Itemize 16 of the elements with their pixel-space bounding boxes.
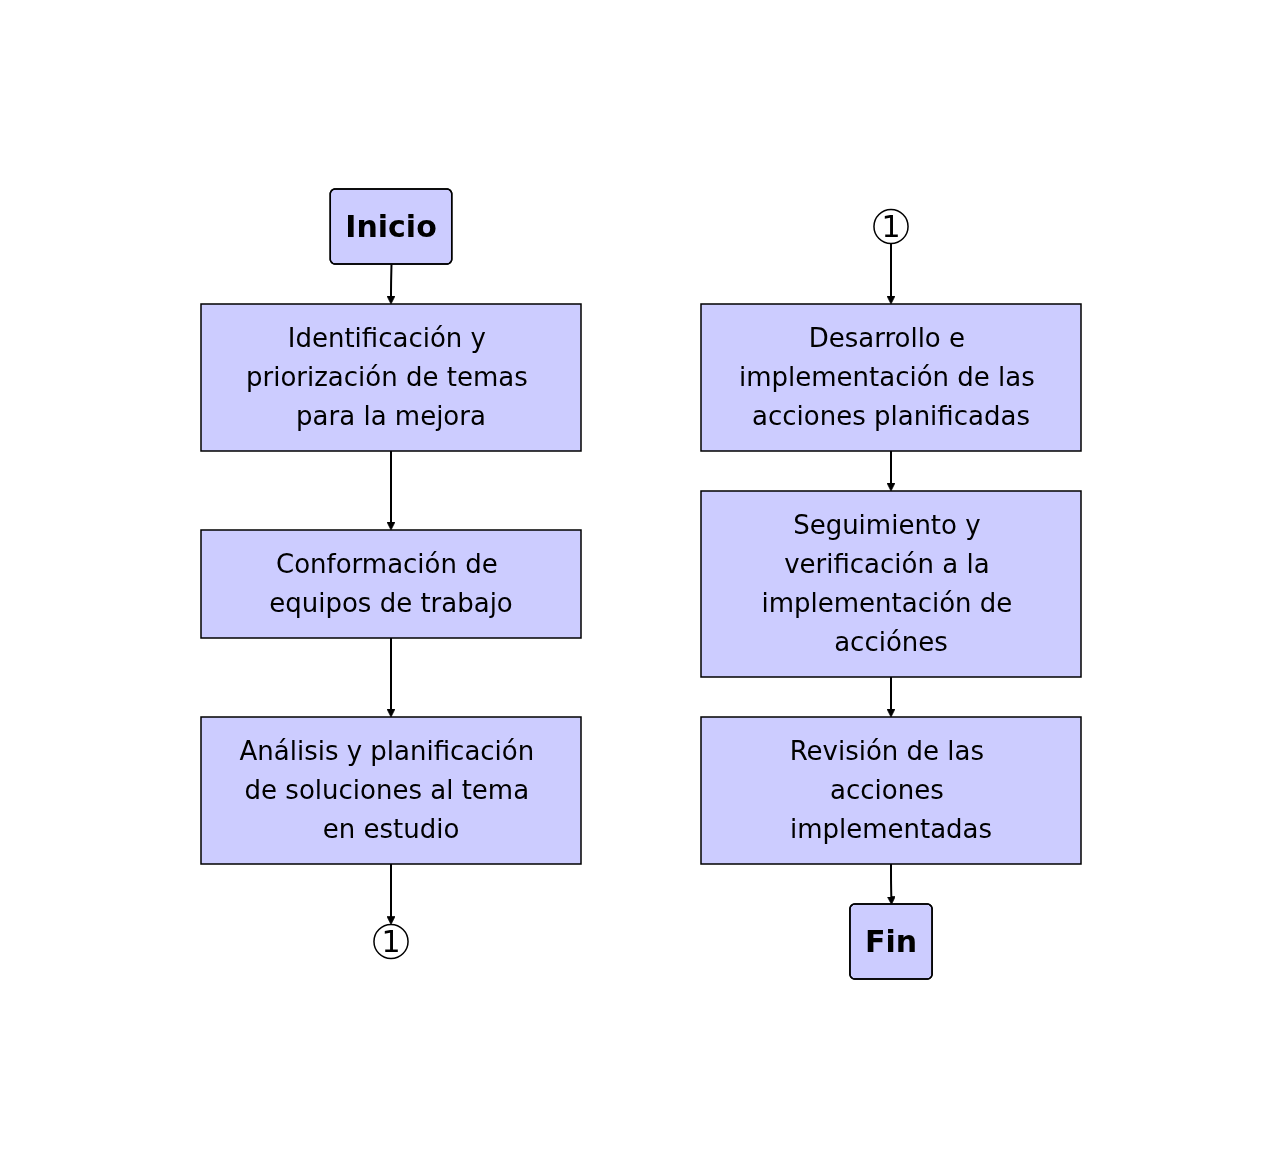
node-box: Análisis y planificación de soluciones al tema en estudio	[199, 716, 582, 865]
node-box: Identificación y priorización de temas para la mejora	[199, 303, 582, 452]
arrow	[386, 450, 395, 531]
node-box: Seguimiento y verificación a la implementación de acciónes	[699, 490, 1082, 678]
arrow	[886, 863, 896, 905]
arrow	[386, 263, 395, 305]
arrow	[386, 637, 395, 718]
arrow	[886, 450, 895, 492]
node-circle: 1	[872, 208, 909, 245]
node-box: Desarrollo e implementación de las acciones planificadas	[699, 303, 1082, 452]
node-circle: 1	[372, 923, 409, 960]
node-box: Revisión de las acciones implementadas	[699, 716, 1082, 865]
arrow	[386, 863, 395, 925]
node-box: Conformación de equipos de trabajo	[199, 529, 582, 639]
arrow	[886, 242, 895, 305]
arrow	[886, 676, 895, 718]
